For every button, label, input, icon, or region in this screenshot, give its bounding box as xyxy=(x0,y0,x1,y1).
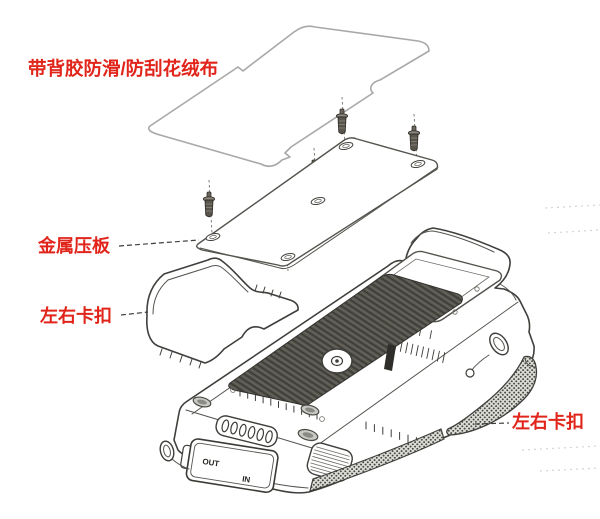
main-body-part: OUT IN xyxy=(159,227,538,494)
right-latch xyxy=(465,283,517,378)
label-flocking-cloth: 带背胶防滑/防刮花绒布 xyxy=(28,58,218,79)
left-latch xyxy=(159,440,190,470)
leader-line-metal-plate xyxy=(118,239,200,247)
deck-pads xyxy=(192,396,320,442)
scan-artifact-lines xyxy=(521,204,600,472)
left-clip-part xyxy=(146,257,299,369)
screw xyxy=(407,113,421,179)
screw xyxy=(202,179,216,252)
screw xyxy=(335,96,349,161)
platform-hole xyxy=(474,286,480,292)
left-clip-teeth xyxy=(159,284,282,369)
metal-plate-part xyxy=(195,137,439,270)
out-marking: OUT xyxy=(202,457,220,469)
label-clip-right: 左右卡扣 xyxy=(512,411,584,432)
left-clip-thickness-edge xyxy=(152,265,249,315)
panel-slot xyxy=(384,344,396,371)
in-marking: IN xyxy=(242,474,252,484)
bottom-rail xyxy=(309,428,445,492)
center-boss xyxy=(321,348,353,374)
vent-slots xyxy=(215,415,278,448)
platform-hole xyxy=(452,309,458,315)
label-clip-left: 左右卡扣 xyxy=(40,305,112,326)
right-clip-band xyxy=(446,355,538,436)
label-metal-plate: 金属压板 xyxy=(37,235,111,256)
front-door: OUT IN xyxy=(180,438,279,494)
callout-labels: 带背胶防滑/防刮花绒布 金属压板 左右卡扣 左右卡扣 xyxy=(28,58,584,432)
leader-line-clip-right xyxy=(474,422,510,425)
leader-line-clip-left xyxy=(120,311,149,316)
cloth-outline xyxy=(147,25,430,168)
flocking-cloth-part xyxy=(147,25,430,168)
metal-plate-thickness-edge xyxy=(199,166,439,270)
left-clip-outline xyxy=(146,257,299,364)
right-clip-part xyxy=(446,355,538,436)
